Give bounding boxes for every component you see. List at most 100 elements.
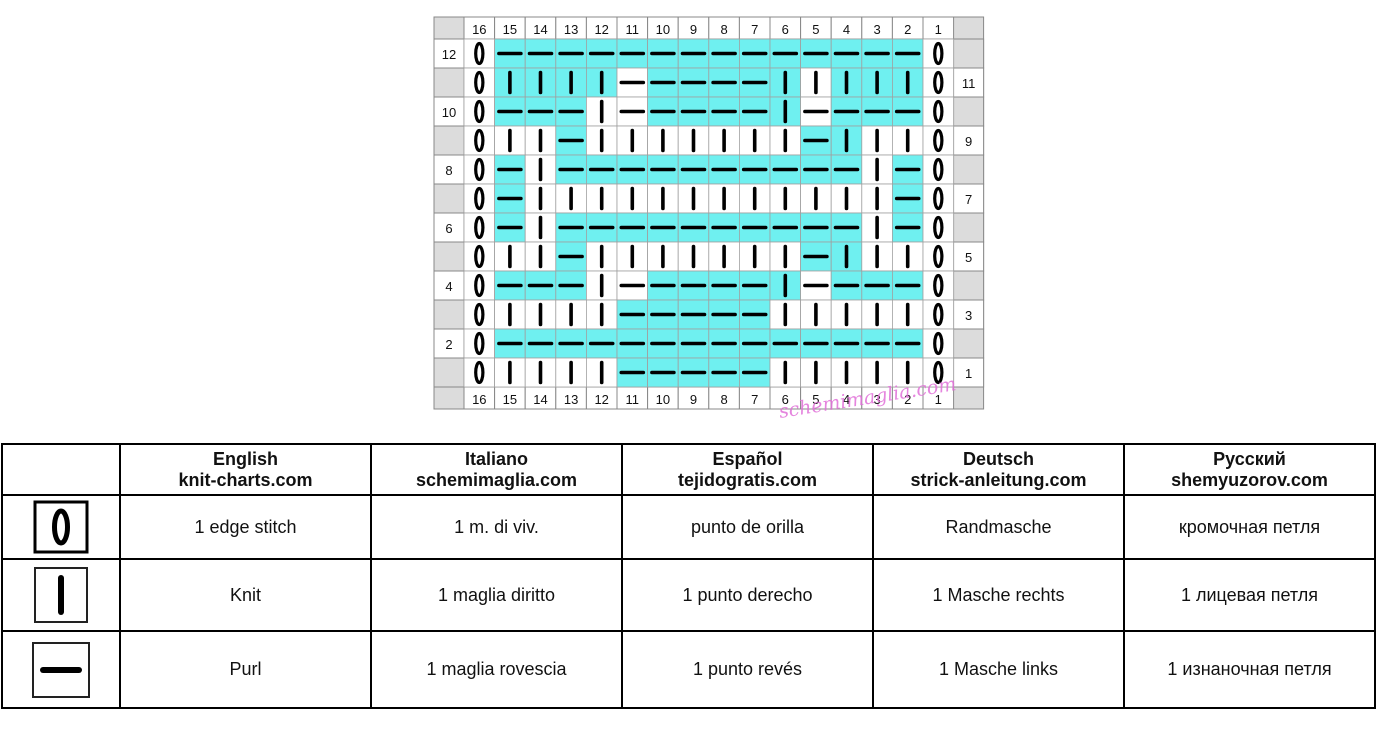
row-label-cell — [433, 67, 465, 98]
row-label-cell — [953, 183, 985, 214]
header-site: strick-anleitung.com — [910, 469, 1087, 490]
legend-cell: 1 punto revés — [621, 630, 874, 709]
column-number-top: 11 — [626, 22, 640, 37]
header-site: shemyuzorov.com — [1171, 469, 1328, 490]
legend-cell: Randmasche — [872, 494, 1125, 560]
column-number-top: 8 — [720, 22, 727, 37]
legend-table: English knit-charts.com Italiano schemim… — [1, 443, 1376, 709]
edge-stitch-symbol — [474, 157, 485, 182]
column-number-top: 14 — [533, 22, 547, 37]
column-number-top: 3 — [873, 22, 880, 37]
column-number-top: 7 — [751, 22, 758, 37]
legend-cell: 1 Masche links — [872, 630, 1125, 709]
edge-stitch-symbol — [474, 41, 485, 66]
edge-stitch-symbol — [474, 360, 485, 385]
knit-stitch-icon — [34, 567, 88, 623]
row-label-cell — [953, 328, 985, 359]
legend-cell: punto de orilla — [621, 494, 874, 560]
edge-stitch-symbol — [933, 331, 944, 356]
row-number-right: 11 — [962, 76, 976, 91]
edge-stitch-symbol — [474, 302, 485, 327]
column-number-top: 16 — [472, 22, 486, 37]
row-label-cell — [433, 241, 465, 272]
legend-cell: 1 maglia diritto — [370, 558, 623, 632]
row-number-right: 1 — [965, 366, 972, 381]
legend-header-row: English knit-charts.com Italiano schemim… — [1, 443, 1376, 496]
legend-cell: 1 m. di viv. — [370, 494, 623, 560]
row-label-cell — [433, 270, 465, 301]
row-label-cell — [433, 299, 465, 330]
column-number-bottom: 9 — [690, 392, 697, 407]
column-number-top: 10 — [656, 22, 670, 37]
row-label-cell — [433, 125, 465, 156]
legend-header-espanol: Español tejidogratis.com — [621, 443, 874, 496]
legend-cell: Knit — [119, 558, 372, 632]
legend-cell: Purl — [119, 630, 372, 709]
header-language: Italiano — [464, 448, 528, 469]
legend-cell: 1 edge stitch — [119, 494, 372, 560]
edge-stitch-symbol — [933, 186, 944, 211]
column-number-top: 13 — [564, 22, 578, 37]
header-language: Deutsch — [962, 448, 1034, 469]
legend-cell: 1 лицевая петля — [1123, 558, 1376, 632]
column-number-bottom: 16 — [472, 392, 486, 407]
legend-row-edge-stitch: 1 edge stitch 1 m. di viv. punto de oril… — [1, 494, 1376, 560]
row-label-cell — [953, 154, 985, 185]
edge-stitch-symbol — [474, 186, 485, 211]
column-number-bottom: 6 — [782, 392, 789, 407]
edge-stitch-symbol — [933, 273, 944, 298]
row-label-cell — [433, 183, 465, 214]
column-number-top: 5 — [812, 22, 819, 37]
column-number-bottom: 4 — [843, 392, 850, 407]
row-label-cell — [433, 212, 465, 243]
row-number-right: 9 — [965, 134, 972, 149]
column-number-top: 15 — [503, 22, 517, 37]
column-number-bottom: 2 — [904, 392, 911, 407]
legend-cell: 1 punto derecho — [621, 558, 874, 632]
column-number-top: 12 — [594, 22, 608, 37]
edge-stitch-icon — [33, 500, 89, 554]
row-label-cell — [953, 357, 985, 388]
purl-stitch-icon — [32, 641, 90, 698]
row-label-cell — [953, 96, 985, 127]
edge-stitch-symbol — [474, 273, 485, 298]
legend-header-english: English knit-charts.com — [119, 443, 372, 496]
knit-symbol-cell — [1, 558, 121, 632]
row-number-left: 8 — [445, 163, 452, 178]
row-label-cell — [953, 212, 985, 243]
legend-header-russian: Русский shemyuzorov.com — [1123, 443, 1376, 496]
header-site: tejidogratis.com — [677, 469, 818, 490]
column-number-top: 9 — [690, 22, 697, 37]
column-number-bottom: 1 — [935, 392, 942, 407]
edge-stitch-symbol — [933, 157, 944, 182]
legend-cell: 1 maglia rovescia — [370, 630, 623, 709]
row-label-cell — [953, 270, 985, 301]
legend-header-italiano: Italiano schemimaglia.com — [370, 443, 623, 496]
row-label-cell — [433, 357, 465, 388]
column-number-bottom: 14 — [533, 392, 547, 407]
row-number-right: 7 — [965, 192, 972, 207]
edge-stitch-symbol — [474, 128, 485, 153]
edge-stitch-symbol — [474, 215, 485, 240]
column-number-bottom: 15 — [503, 392, 517, 407]
legend-row-purl: Purl 1 maglia rovescia 1 punto revés 1 M… — [1, 630, 1376, 709]
row-label-cell — [433, 154, 465, 185]
column-number-bottom: 10 — [656, 392, 670, 407]
row-label-cell — [433, 96, 465, 127]
purl-symbol-cell — [1, 630, 121, 709]
edge-stitch-symbol — [933, 99, 944, 124]
header-language: Русский — [1213, 448, 1286, 469]
column-number-bottom: 11 — [626, 392, 640, 407]
column-number-bottom: 8 — [720, 392, 727, 407]
row-label-cell — [953, 125, 985, 156]
edge-stitch-symbol — [933, 215, 944, 240]
column-number-bottom: 5 — [812, 392, 819, 407]
legend-corner-cell — [1, 443, 121, 496]
row-label-cell — [433, 328, 465, 359]
row-number-left: 2 — [445, 337, 452, 352]
edge-stitch-symbol — [474, 244, 485, 269]
header-site: knit-charts.com — [178, 469, 313, 490]
legend-row-knit: Knit 1 maglia diritto 1 punto derecho 1 … — [1, 558, 1376, 632]
row-label-cell — [953, 299, 985, 330]
legend-header-deutsch: Deutsch strick-anleitung.com — [872, 443, 1125, 496]
